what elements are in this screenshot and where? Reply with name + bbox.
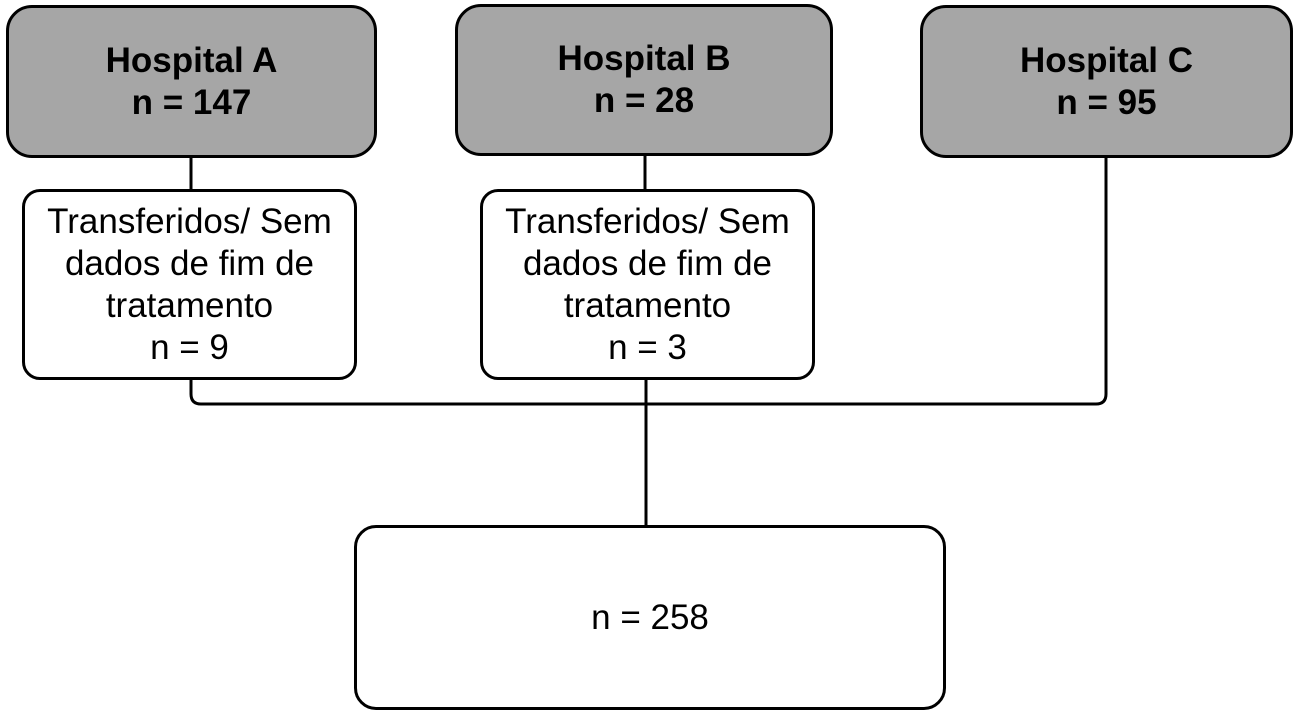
hospital-b-box: Hospital B n = 28 [455, 4, 833, 156]
exclusion-box-hospital-b: Transferidos/ Sem dados de fim de tratam… [480, 189, 815, 380]
hospital-a-box: Hospital A n = 147 [6, 5, 377, 158]
hospital-c-box: Hospital C n = 95 [920, 5, 1293, 158]
exclusion-box-hospital-a: Transferidos/ Sem dados de fim de tratam… [22, 189, 357, 380]
connector-merge-branches [189, 158, 1108, 406]
total-box: n = 258 [354, 525, 946, 710]
